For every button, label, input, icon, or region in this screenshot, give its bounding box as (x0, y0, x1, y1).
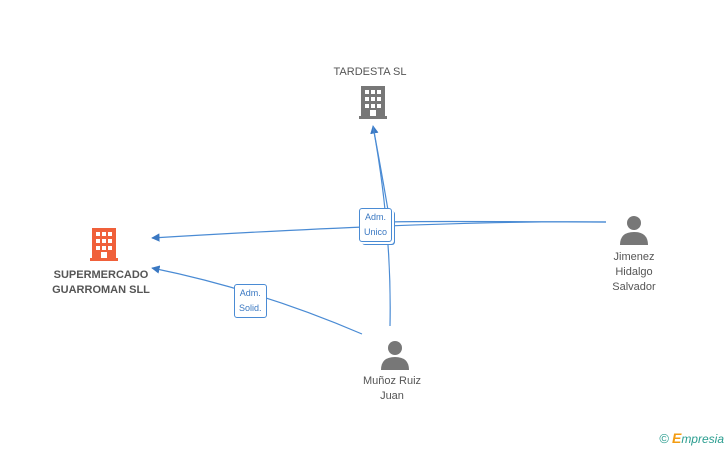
node-label-tardesta[interactable]: TARDESTA SL (320, 65, 420, 80)
edge-label-adm-solid: Adm. Solid. (234, 284, 267, 318)
edge-jimenez-to-tardesta (370, 125, 607, 223)
person-icon[interactable] (381, 341, 409, 370)
building-icon[interactable] (359, 86, 387, 119)
role-line-2: Unico (364, 227, 388, 237)
person-name-line-1[interactable]: Muñoz Ruiz (362, 375, 422, 387)
copyright-icon: © (659, 431, 669, 446)
company-name-line-2[interactable]: GUARROMAN SLL (52, 284, 150, 296)
role-line-1: Adm. (239, 288, 261, 298)
person-name-line-1[interactable]: Jimenez (613, 251, 655, 263)
edge-label-adm-unico: Adm. Unico (359, 208, 393, 242)
person-name-line-2[interactable]: Hidalgo (615, 266, 653, 278)
brand-initial: E (671, 430, 682, 446)
person-icon[interactable] (620, 216, 648, 245)
node-label-jimenez[interactable]: Jimenez Hidalgo Salvador (592, 250, 676, 295)
person-name-line-3[interactable]: Salvador (612, 281, 656, 293)
person-name-line-2[interactable]: Juan (380, 390, 404, 402)
node-label-munoz[interactable]: Muñoz Ruiz Juan (347, 374, 437, 404)
company-name-line-1[interactable]: SUPERMERCADO (53, 269, 149, 281)
building-icon-main[interactable] (90, 228, 118, 261)
brand-footer: ©Empresia (659, 430, 724, 446)
role-line-1: Adm. (365, 212, 387, 222)
node-label-supermercado[interactable]: SUPERMERCADO GUARROMAN SLL (40, 268, 162, 298)
role-line-2: Solid. (239, 303, 262, 313)
company-name[interactable]: TARDESTA SL (333, 66, 407, 78)
brand-name: mpresia (681, 432, 724, 446)
